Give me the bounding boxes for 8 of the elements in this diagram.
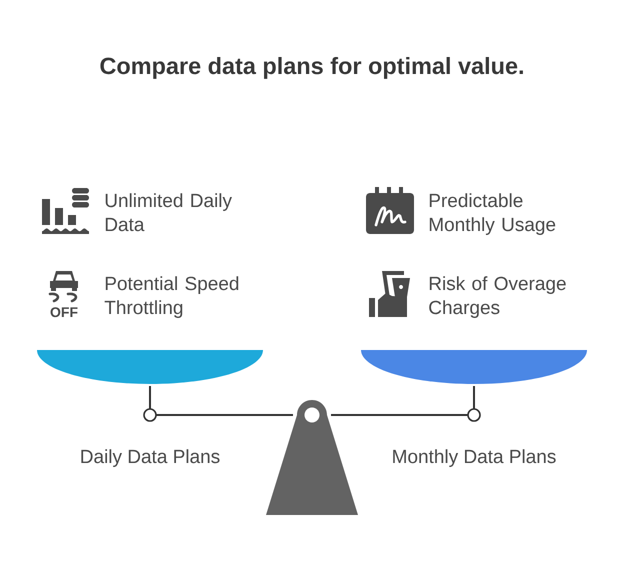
plan-name: Daily Data Plans <box>81 449 220 467</box>
plan-name: Monthly Data Plans <box>393 449 556 467</box>
feature-text: Predictable Monthly Usage <box>430 193 556 235</box>
feature-text: Unlimited Daily Data <box>106 193 232 232</box>
feature-text: Risk of Overage Charges <box>429 276 566 318</box>
feature-text: Potential Speed Throttling <box>104 276 238 318</box>
title: Compare data plans for optimal value. <box>100 57 523 79</box>
icon-text: OFF <box>50 307 78 318</box>
